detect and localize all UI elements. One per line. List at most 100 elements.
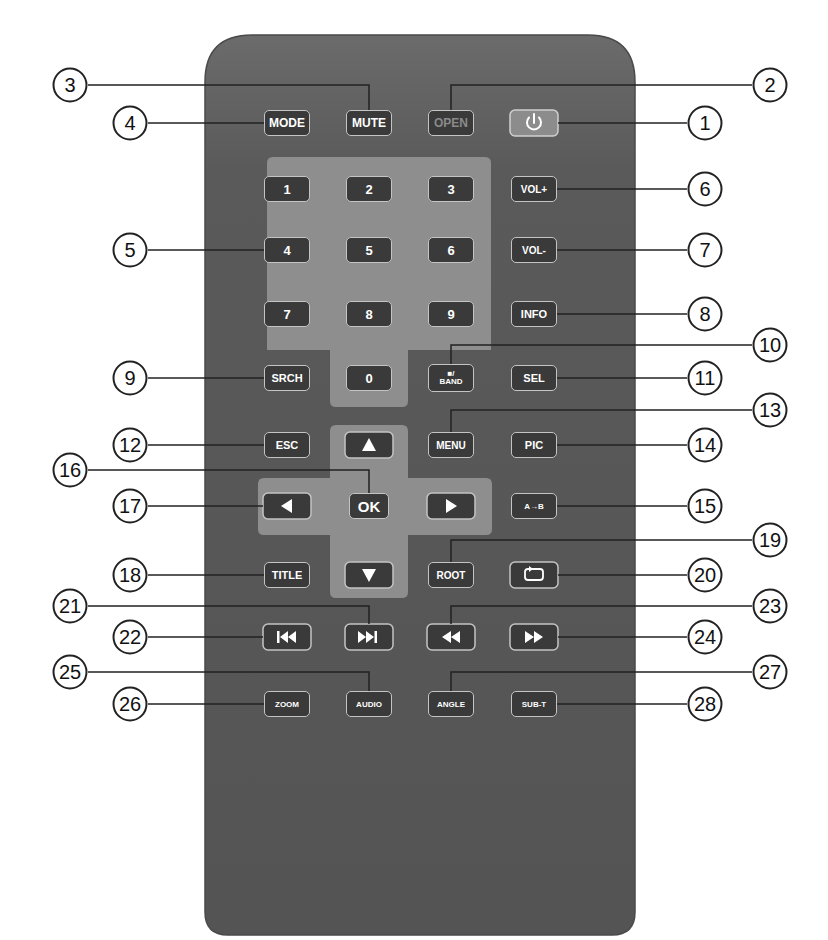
remote-button: ■/ BAND: [428, 364, 474, 392]
callout-label: 5: [124, 239, 135, 262]
button-label: 9: [447, 307, 454, 322]
button-label: 3: [447, 182, 454, 197]
callout-outline: [754, 590, 787, 623]
leader-line: [558, 636, 687, 638]
callout-outline: [754, 524, 787, 557]
button-label: INFO: [521, 308, 547, 320]
callout-label: 12: [119, 434, 141, 457]
remote-button: 4: [264, 237, 310, 263]
remote-button: MODE: [264, 110, 310, 136]
button-label: 2: [365, 182, 372, 197]
remote-button: VOL+: [511, 176, 557, 202]
callout-number: 8: [687, 296, 723, 332]
callout-outline: [689, 490, 722, 523]
callout-number: 19: [752, 522, 788, 558]
callout-number: 16: [52, 452, 88, 488]
button-label: 8: [365, 307, 372, 322]
callout-label: 1: [699, 112, 710, 135]
button-label: OK: [358, 498, 381, 515]
remote-button: TITLE: [264, 562, 310, 588]
remote-button: 5: [346, 237, 392, 263]
callout-number: 17: [112, 488, 148, 524]
callout-label: 19: [759, 529, 781, 552]
callout-number: 26: [112, 686, 148, 722]
button-label: 6: [447, 243, 454, 258]
up-button: [345, 432, 393, 458]
button-label: SRCH: [271, 372, 302, 384]
remote-button: 6: [428, 237, 474, 263]
callout-outline: [689, 362, 722, 395]
callout-outline: [754, 69, 787, 102]
leader-line: [148, 574, 264, 576]
callout-label: 21: [59, 595, 81, 618]
callout-outline: [114, 559, 147, 592]
left-button: [263, 493, 311, 519]
callout-number: 1: [687, 105, 723, 141]
callout-outline: [754, 394, 787, 427]
leader-line: [148, 377, 264, 379]
remote-button: AUDIO: [346, 691, 392, 717]
callout-number: 12: [112, 427, 148, 463]
remote-button: ESC: [264, 432, 310, 458]
callout-label: 20: [694, 564, 716, 587]
callout-number: 15: [687, 488, 723, 524]
callout-label: 7: [699, 239, 710, 262]
leader-line: [557, 188, 687, 190]
button-label: TITLE: [272, 569, 303, 581]
leader-line: [557, 249, 687, 251]
leader-line: [557, 377, 687, 379]
callout-outline: [689, 234, 722, 267]
callout-outline: [689, 688, 722, 721]
button-label: ANGLE: [437, 700, 465, 709]
callout-label: 3: [64, 74, 75, 97]
callout-outline: [689, 429, 722, 462]
callout-number: 24: [687, 619, 723, 655]
callout-outline: [54, 590, 87, 623]
remote-button: 3: [428, 176, 474, 202]
button-label: A→B: [524, 502, 544, 511]
remote-button: VOL-: [511, 237, 557, 263]
callout-number: 14: [687, 427, 723, 463]
leader-line: [557, 444, 687, 446]
callout-label: 16: [59, 459, 81, 482]
button-label: SEL: [523, 372, 544, 384]
callout-label: 10: [759, 334, 781, 357]
button-label: MUTE: [352, 116, 386, 130]
callout-number: 21: [52, 588, 88, 624]
callout-label: 13: [759, 399, 781, 422]
leader-line: [558, 574, 687, 576]
button-label: 4: [283, 243, 290, 258]
remote-button: OK: [349, 493, 389, 519]
button-label: VOL-: [522, 245, 546, 256]
callout-label: 4: [124, 112, 135, 135]
remote-button: SUB-T: [511, 691, 557, 717]
leader-lines: [88, 123, 752, 637]
button-label: MENU: [436, 440, 465, 451]
callout-label: 23: [759, 595, 781, 618]
button-label: ZOOM: [275, 700, 299, 709]
remote-button: A→B: [511, 493, 557, 519]
leader-line: [148, 444, 264, 446]
callout-outline: [114, 362, 147, 395]
remote-button: 9: [428, 301, 474, 327]
remote-button: ROOT: [428, 562, 474, 588]
callout-label: 22: [119, 626, 141, 649]
next-button: [345, 624, 393, 650]
remote-button: ZOOM: [264, 691, 310, 717]
callout-number: 27: [752, 654, 788, 690]
callout-label: 2: [764, 74, 775, 97]
previous-button: [263, 624, 311, 650]
callout-number: 22: [112, 619, 148, 655]
button-label: ESC: [276, 439, 299, 451]
leader-line: [148, 249, 267, 251]
callout-label: 25: [59, 661, 81, 684]
button-label: 1: [283, 182, 290, 197]
callout-label: 6: [699, 178, 710, 201]
remote-button: SEL: [511, 365, 557, 391]
callout-outline: [754, 656, 787, 689]
button-label: 7: [283, 307, 290, 322]
callout-number: 18: [112, 557, 148, 593]
remote-button: 1: [264, 176, 310, 202]
